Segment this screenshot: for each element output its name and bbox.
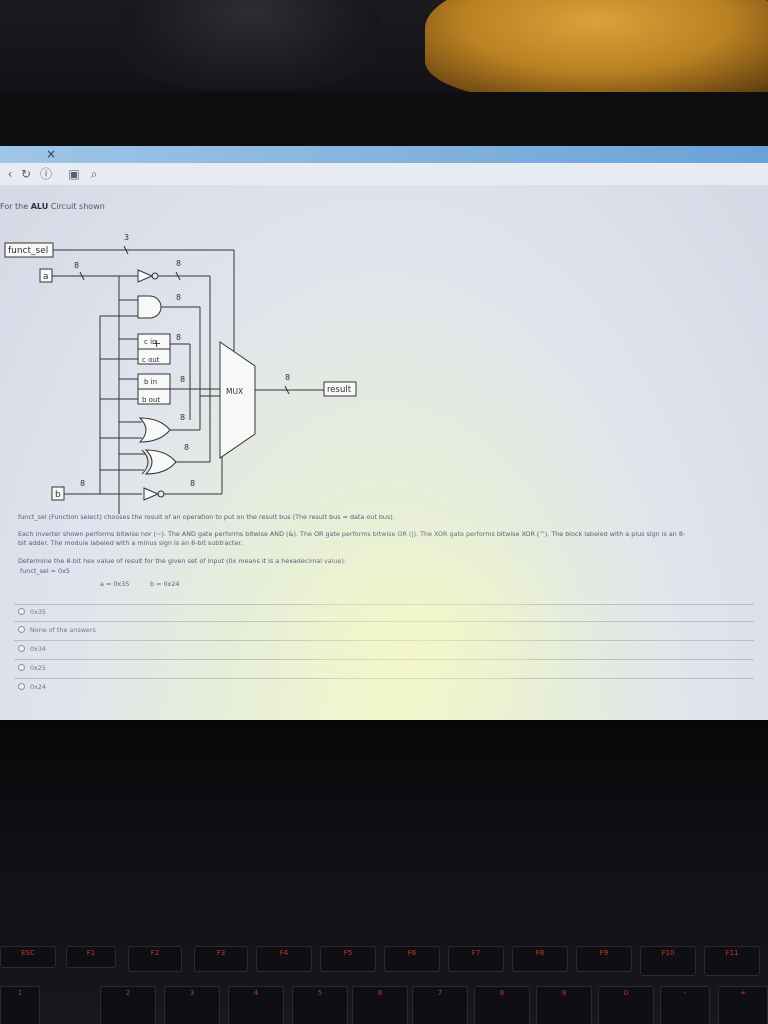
bus-width-label-add: 8: [176, 333, 181, 342]
option-label-2[interactable]: None of the answers: [30, 626, 96, 634]
input-b: b = 0x24: [150, 580, 180, 588]
key-1[interactable]: 1: [0, 986, 40, 1024]
yellow-cushion: [425, 0, 768, 100]
key-f6[interactable]: F6: [384, 946, 440, 972]
dark-object: [120, 0, 380, 90]
laptop-bezel: [0, 92, 768, 148]
key-7[interactable]: 7: [412, 986, 468, 1024]
result-label: result: [327, 385, 352, 395]
sub-bout-label: b out: [142, 396, 160, 404]
key-f3[interactable]: F3: [194, 946, 248, 972]
question-line-3: Determine the 8-bit hex value of result …: [18, 557, 347, 565]
key-2[interactable]: 2: [100, 986, 156, 1024]
key-f9[interactable]: F9: [576, 946, 632, 972]
search-icon[interactable]: ⌕: [90, 167, 98, 181]
key-esc[interactable]: ESC: [0, 946, 56, 968]
funct-sel-box: [4, 242, 54, 258]
option-label-3[interactable]: 0x34: [30, 645, 46, 653]
bus-width-label-sub: 8: [180, 375, 185, 384]
page-title: For the ALU Circuit shown: [0, 202, 105, 211]
option-radio-5[interactable]: [18, 683, 25, 690]
close-tab-button[interactable]: ×: [45, 147, 57, 161]
input-a-label: a: [43, 272, 49, 282]
back-icon[interactable]: ‹: [7, 167, 13, 181]
option-radio-1[interactable]: [18, 608, 25, 615]
select-width-label: 3: [124, 233, 129, 242]
alu-circuit-diagram: funct_sel a b 3 8 8 8 8 8 8 8 8 8 8 + c …: [4, 233, 357, 514]
key-4[interactable]: 4: [228, 986, 284, 1024]
key-f5[interactable]: F5: [320, 946, 376, 972]
input-b-box: [51, 486, 65, 501]
option-radio-4[interactable]: [18, 664, 25, 671]
key-f7[interactable]: F7: [448, 946, 504, 972]
key-8[interactable]: 8: [474, 986, 530, 1024]
adder-cin-label: c in: [144, 338, 156, 346]
key-6[interactable]: 6: [352, 986, 408, 1024]
key-5[interactable]: 5: [292, 986, 348, 1024]
key-f8[interactable]: F8: [512, 946, 568, 972]
bus-width-label-a: 8: [74, 261, 79, 270]
page-icon[interactable]: ▣: [68, 167, 80, 181]
divider: [14, 621, 754, 622]
screen-glare: [260, 506, 580, 720]
key-f11[interactable]: F11: [704, 946, 760, 976]
key-plus[interactable]: +: [718, 986, 768, 1024]
key-f10[interactable]: F10: [640, 946, 696, 976]
input-a: a = 0x35: [100, 580, 130, 588]
result-box: [323, 381, 357, 397]
input-a-box: [39, 268, 53, 283]
option-radio-3[interactable]: [18, 645, 25, 652]
bus-width-label-notb: 8: [190, 479, 195, 488]
divider: [14, 659, 754, 660]
option-label-5[interactable]: 0x24: [30, 683, 46, 691]
key-minus[interactable]: -: [660, 986, 710, 1024]
mux-label: MUX: [226, 387, 243, 396]
divider: [14, 604, 754, 605]
bus-width-label-xor: 8: [184, 443, 189, 452]
bus-width-label-b: 8: [80, 479, 85, 488]
input-b-label: b: [55, 490, 61, 500]
laptop-screen: × ‹ ↻ ⓘ ▣ ⌕ For the ALU Circuit shown: [0, 146, 768, 720]
browser-tabstrip: ×: [0, 146, 768, 163]
option-radio-2[interactable]: [18, 626, 25, 633]
question-line-2b: bit adder. The module labeled with a min…: [18, 539, 243, 547]
option-label-4[interactable]: 0x25: [30, 664, 46, 672]
sub-bin-label: b in: [144, 378, 157, 386]
question-line-2a: Each inverter shown performs bitwise nor…: [18, 530, 686, 538]
adder-cout-label: c out: [142, 356, 160, 364]
bus-width-label-result: 8: [285, 373, 290, 382]
question-line-1: funct_sel (Function select) chooses the …: [18, 513, 395, 521]
info-icon[interactable]: ⓘ: [39, 167, 52, 181]
divider: [14, 640, 754, 641]
key-f2[interactable]: F2: [128, 946, 182, 972]
option-label-1[interactable]: 0x35: [30, 608, 46, 616]
adder-plus-label: +: [152, 337, 161, 350]
funct-sel-label: funct_sel: [8, 246, 48, 256]
key-0[interactable]: 0: [598, 986, 654, 1024]
key-f4[interactable]: F4: [256, 946, 312, 972]
bus-width-label-or: 8: [180, 413, 185, 422]
divider: [14, 678, 754, 679]
key-f1[interactable]: F1: [66, 946, 116, 968]
key-3[interactable]: 3: [164, 986, 220, 1024]
bus-width-label-not: 8: [176, 259, 181, 268]
bus-width-label-and: 8: [176, 293, 181, 302]
key-9[interactable]: 9: [536, 986, 592, 1024]
input-funct-sel: funct_sel = 0x5: [20, 567, 70, 575]
reload-icon[interactable]: ↻: [20, 167, 32, 181]
browser-toolbar: ‹ ↻ ⓘ ▣ ⌕: [0, 163, 768, 185]
laptop-keyboard: ESC F1 F2 F3 F4 F5 F6 F7 F8 F9 F10 F11 1…: [0, 720, 768, 1024]
